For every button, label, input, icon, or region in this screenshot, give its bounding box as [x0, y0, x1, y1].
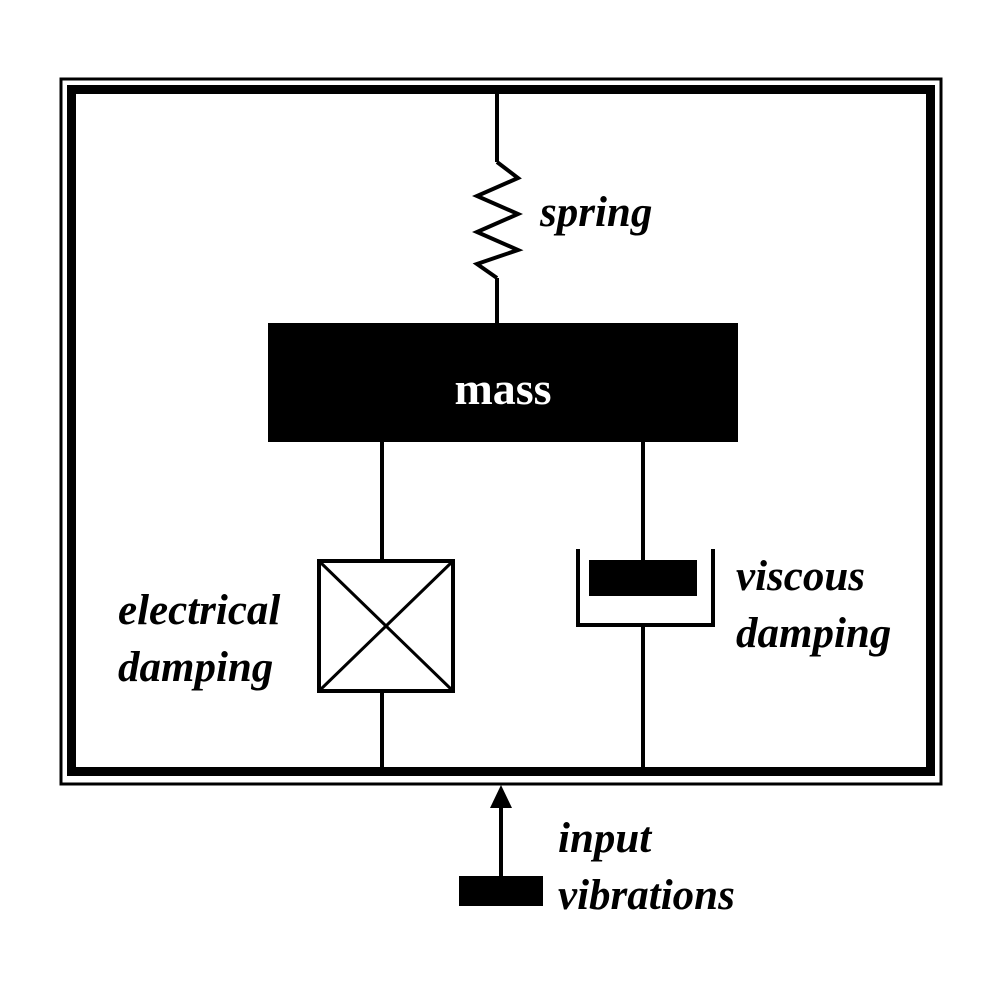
input-source-block	[459, 876, 543, 906]
viscous-label-line1: viscous	[736, 553, 865, 600]
input-label-line2: vibrations	[558, 872, 735, 919]
mass-label: mass	[454, 363, 551, 414]
input-vibrations: input vibrations	[459, 785, 735, 919]
viscous-damper-piston	[589, 560, 697, 596]
input-arrow-head	[490, 785, 512, 808]
electrical-label-line2: damping	[118, 644, 273, 691]
input-label-line1: input	[558, 815, 653, 862]
viscous-damper: viscous damping	[578, 442, 891, 768]
electrical-label-line1: electrical	[118, 587, 280, 634]
viscous-label-line2: damping	[736, 610, 891, 657]
spring: spring	[477, 93, 652, 324]
mass-block: mass	[268, 323, 738, 442]
spring-label: spring	[539, 189, 652, 236]
electrical-damper: electrical damping	[118, 442, 453, 768]
spring-coil	[477, 162, 518, 278]
